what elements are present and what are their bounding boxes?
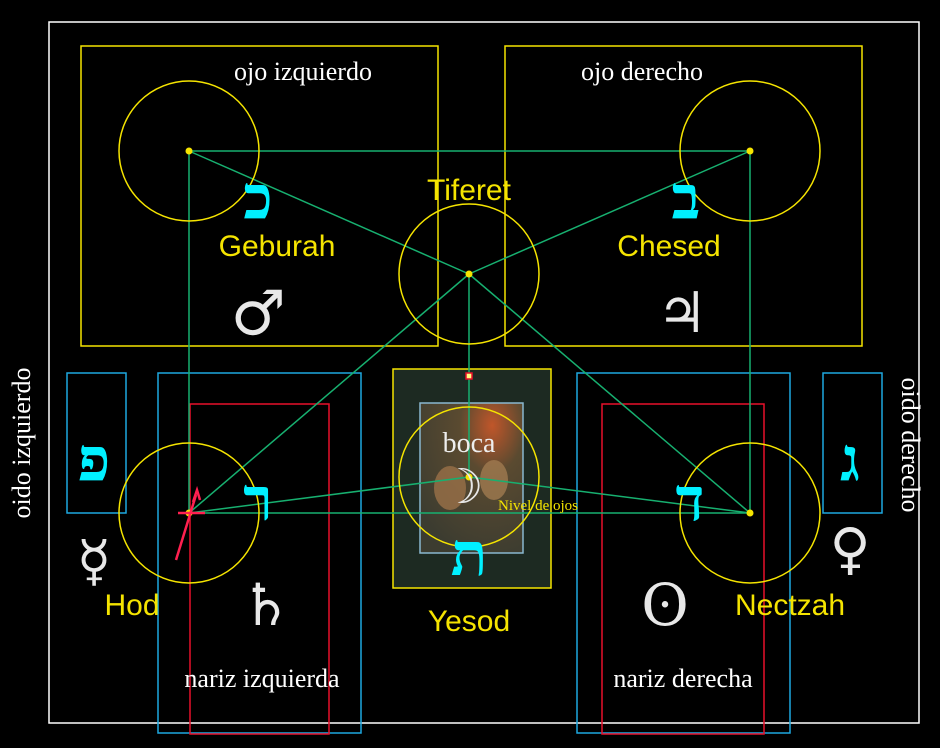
mercury-icon: ☿ (77, 529, 111, 594)
right-ear-box (822, 372, 883, 514)
right-nose-label: nariz derecha (613, 664, 753, 693)
right-nose-inner-box (601, 403, 765, 735)
left-eye-label: ojo izquierdo (234, 57, 372, 86)
left-nose-label: nariz izquierda (184, 664, 340, 693)
right-eye-label: ojo derecho (581, 57, 703, 86)
mouth-label: boca (443, 428, 496, 459)
geburah-label: Geburah (219, 230, 336, 263)
right-eye-box (504, 45, 863, 347)
chesed-circle (679, 80, 821, 222)
hebrew-bet: ב (672, 163, 701, 233)
nectzah-point (746, 509, 754, 517)
tiferet-point (465, 270, 473, 278)
sword-cross-icon (174, 485, 205, 561)
tiferet-circle (398, 203, 540, 345)
mars-icon: ♂ (230, 277, 286, 350)
geburah-point (185, 147, 193, 155)
yesod-point (465, 473, 473, 481)
sun-icon: ʘ (641, 571, 689, 639)
chesed-point (746, 147, 754, 155)
hod-circle (118, 442, 260, 584)
painting-figure-left (434, 466, 466, 510)
right-nose-outer-box (576, 372, 791, 734)
anchor-handle[interactable] (465, 372, 473, 380)
outer-frame (48, 21, 920, 724)
hebrew-dalet: ד (676, 465, 705, 535)
saturn-icon: ♄ (240, 571, 292, 639)
tiferet-label: Tiferet (427, 174, 512, 207)
hebrew-resh: ר (243, 465, 272, 535)
paths (188, 150, 751, 514)
left-eye-box (80, 45, 439, 347)
hebrew-kaf: כ (243, 163, 272, 233)
venus-icon: ♀ (830, 517, 871, 582)
hod-label: Hod (104, 589, 159, 622)
yesod-label: Yesod (428, 605, 510, 638)
yesod-circle (398, 406, 540, 548)
left-nose-inner-box (189, 403, 330, 735)
nectzah-circle (679, 442, 821, 584)
hebrew-pe: פ (78, 425, 111, 495)
eye-level-label: Nivel de ojos (498, 498, 578, 514)
moon-icon: ☽ (440, 459, 483, 515)
left-ear-label: oido izquierdo (7, 368, 36, 519)
right-ear-label: oido derecho (896, 377, 925, 512)
left-ear-box (66, 372, 127, 514)
left-nose-outer-box (157, 372, 362, 734)
geburah-circle (118, 80, 260, 222)
hebrew-gimel: ג (840, 425, 860, 495)
jupiter-icon: ♃ (657, 281, 707, 346)
hebrew-tav: ת (451, 520, 488, 590)
nectzah-label: Nectzah (735, 589, 845, 622)
chesed-label: Chesed (617, 230, 720, 263)
